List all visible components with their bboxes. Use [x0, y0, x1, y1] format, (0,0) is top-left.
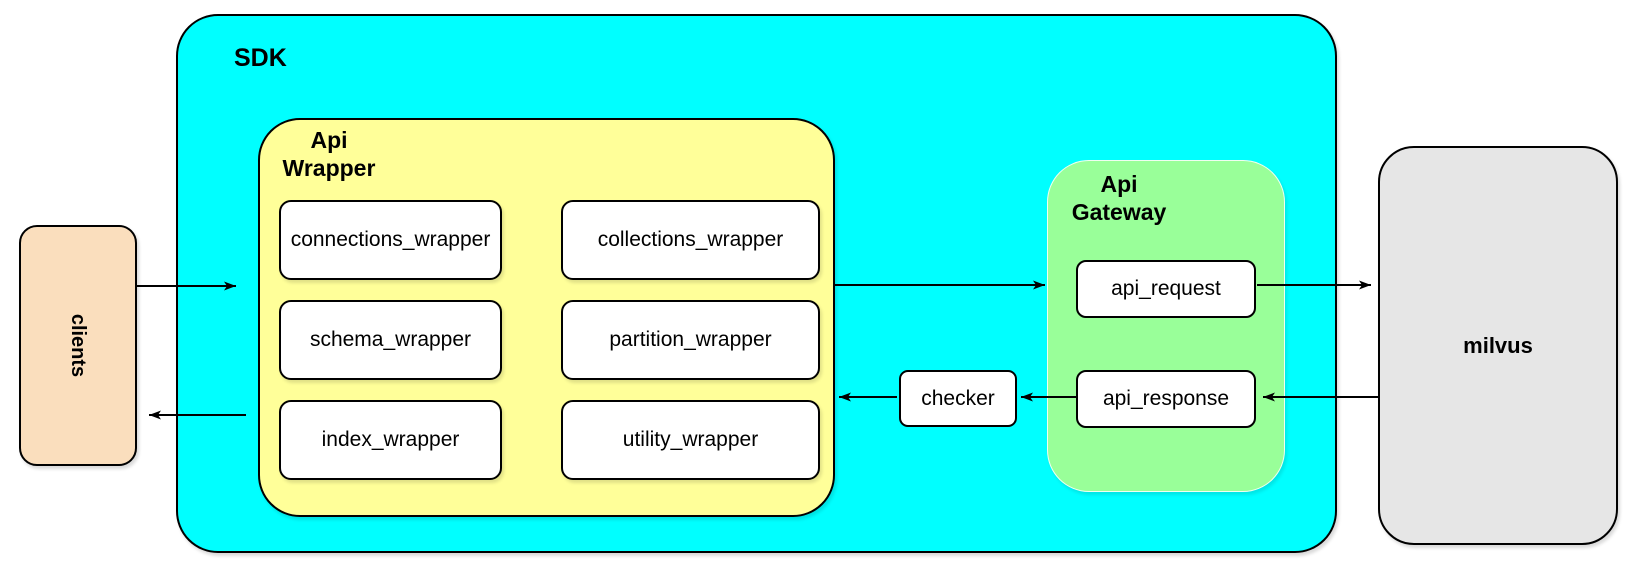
api-gateway-label: Api Gateway: [1071, 171, 1167, 225]
api-response-label: api_response: [1102, 387, 1230, 410]
connections-wrapper-node: connections_wrapper: [279, 200, 502, 280]
clients-label: clients: [67, 313, 90, 378]
checker-node: checker: [899, 370, 1017, 427]
index-wrapper-node: index_wrapper: [279, 400, 502, 480]
api-request-node: api_request: [1076, 260, 1256, 318]
schema-wrapper-label: schema_wrapper: [309, 328, 472, 351]
partition-wrapper-label: partition_wrapper: [609, 328, 772, 351]
api-wrapper-label: Api Wrapper: [282, 127, 376, 181]
collections-wrapper-node: collections_wrapper: [561, 200, 820, 280]
clients-node: clients: [19, 225, 137, 466]
api-gateway-container: Api Gateway api_request api_response: [1047, 160, 1285, 492]
utility-wrapper-node: utility_wrapper: [561, 400, 820, 480]
api-request-label: api_request: [1111, 277, 1221, 300]
checker-label: checker: [921, 386, 995, 410]
sdk-label: SDK: [234, 44, 287, 72]
sdk-container: SDK Api Wrapper connections_wrapper coll…: [176, 14, 1337, 553]
utility-wrapper-label: utility_wrapper: [622, 428, 759, 451]
milvus-node: milvus: [1378, 146, 1618, 545]
index-wrapper-label: index_wrapper: [321, 428, 460, 451]
milvus-label: milvus: [1463, 332, 1533, 358]
api-response-node: api_response: [1076, 370, 1256, 428]
connections-wrapper-label: connections_wrapper: [290, 228, 491, 251]
partition-wrapper-node: partition_wrapper: [561, 300, 820, 380]
collections-wrapper-label: collections_wrapper: [597, 228, 784, 251]
schema-wrapper-node: schema_wrapper: [279, 300, 502, 380]
api-wrapper-container: Api Wrapper connections_wrapper collecti…: [258, 118, 835, 517]
